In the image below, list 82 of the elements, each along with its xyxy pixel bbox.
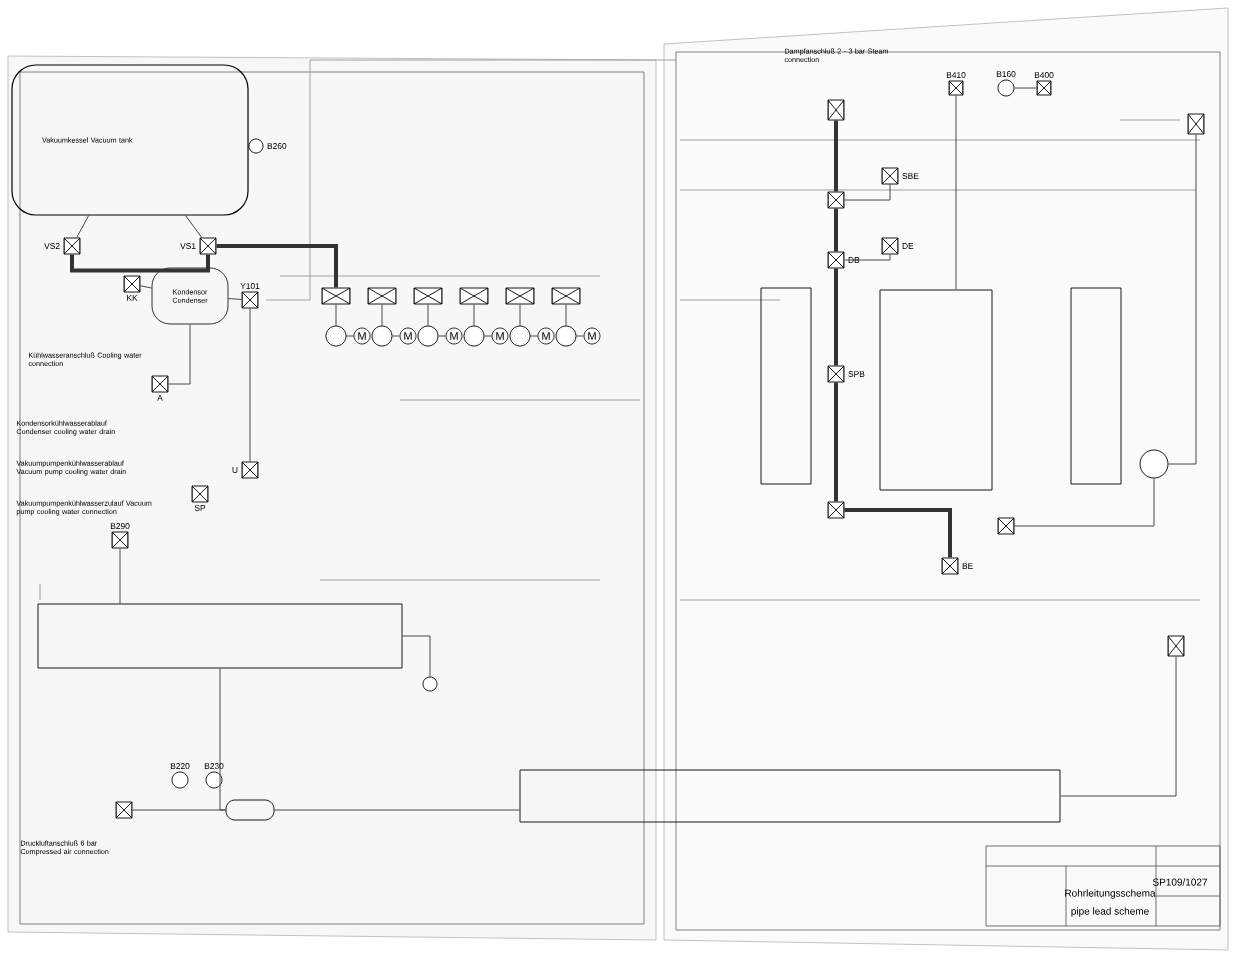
equipment-box [760,287,812,485]
pipe [844,184,891,201]
valve-symbol [241,291,259,309]
pipe [227,298,242,300]
pipe [955,95,957,290]
pipe [216,244,338,288]
pipe [834,208,838,252]
pipe [76,215,90,238]
pump-circle [509,325,531,347]
pipe [219,668,226,811]
pipe [402,635,431,677]
valve-symbol [827,501,845,519]
pipe [381,304,383,326]
gauge-symbol [205,771,223,789]
valve-symbol [827,365,845,383]
pipe [576,335,585,337]
pipe [834,382,838,502]
pipe [844,508,952,558]
valve-symbol [881,167,899,185]
pipe [274,809,520,811]
pipe [565,304,567,326]
pipe [530,335,539,337]
gauge-symbol [422,676,438,692]
pipe [484,335,493,337]
gauge-symbol [997,79,1015,97]
valve-symbol [948,80,964,96]
equipment-box [1070,287,1122,485]
pump-circle [325,325,347,347]
pipe [427,304,429,326]
pipe [168,323,191,385]
valve-symbol [321,287,351,305]
pump-circle [463,325,485,347]
pipe [844,254,891,261]
pipe [140,285,153,289]
valve-symbol [941,557,959,575]
equipment-box [519,769,1061,823]
equipment-box [879,289,993,491]
pipe [335,304,337,326]
valve-symbol [123,275,141,293]
valve-symbol [827,191,845,209]
valve-symbol [459,287,489,305]
pipe [1014,87,1037,89]
valve-symbol [63,237,81,255]
pipe [1014,478,1155,527]
valve-symbol [1187,113,1205,135]
pipe [438,335,447,337]
pipe [1168,134,1197,465]
pipe [392,335,401,337]
pipe [519,304,521,326]
valve-symbol [505,287,535,305]
pipe [834,120,838,192]
pipe [346,335,355,337]
valve-symbol [111,531,129,549]
valve-symbol [367,287,397,305]
pipe [249,308,251,462]
valve-symbol [827,99,845,121]
pipe [70,254,210,273]
valve-symbol [1036,80,1052,96]
valve-symbol [1167,635,1185,657]
valve-symbol [881,237,899,255]
pump-circle [417,325,439,347]
valve-symbol [413,287,443,305]
gauge-symbol [248,138,264,154]
air-reservoir [225,799,275,821]
valve-symbol [191,485,209,503]
valve-symbol [115,801,133,819]
pipe [119,548,121,604]
pump-circle [371,325,393,347]
valve-symbol [151,375,169,393]
valve-symbol [997,517,1015,535]
valve-symbol [199,237,217,255]
pump-circle [555,325,577,347]
gauge-symbol [171,771,189,789]
pipe [1060,656,1177,797]
pipe [473,304,475,326]
valve-symbol [241,461,259,479]
pipe [185,215,203,238]
pipe [834,268,838,366]
valve-symbol [551,287,581,305]
valve-symbol [827,251,845,269]
equipment-box [37,603,403,669]
gauge-symbol [1139,449,1169,479]
